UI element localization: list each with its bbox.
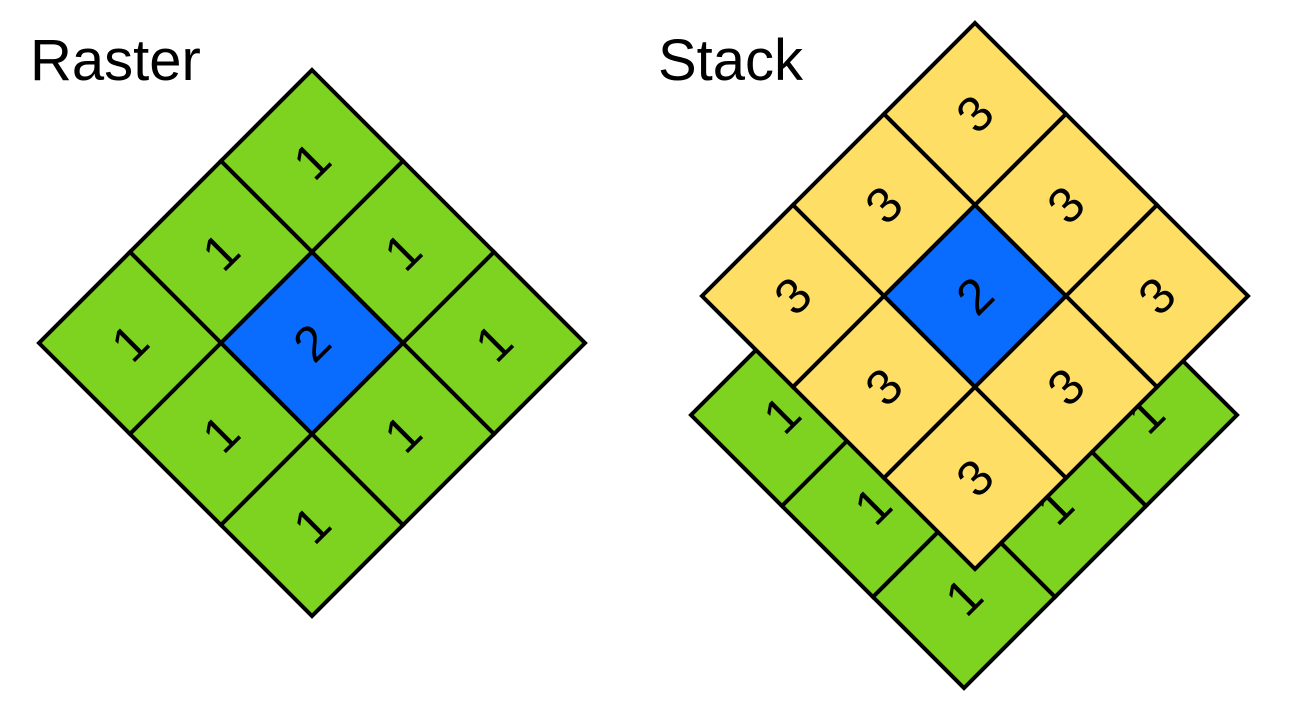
stack-bottom-cell: 1 (870, 503, 1058, 691)
stack-top-cell-diamond (881, 384, 1069, 572)
stack-title: Stack (658, 28, 804, 93)
raster-cell: 1 (218, 431, 406, 619)
stack-top-cell: 3 (881, 384, 1069, 572)
stack-bottom-cell-diamond (870, 503, 1058, 691)
raster-cell-diamond (218, 431, 406, 619)
raster-title: Raster (30, 28, 201, 93)
